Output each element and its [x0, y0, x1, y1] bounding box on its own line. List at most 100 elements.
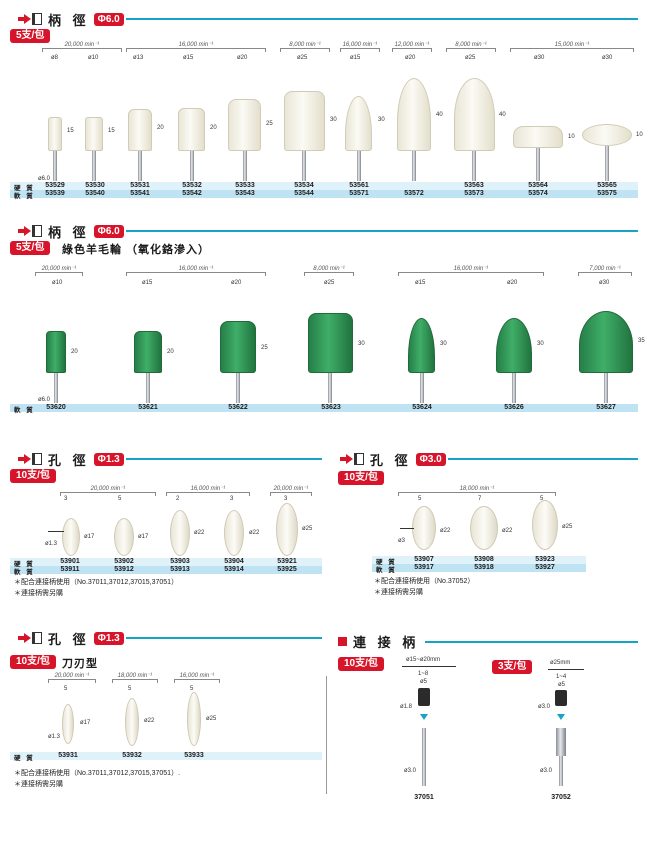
speed-label: 7,000 min⁻¹ — [589, 266, 621, 272]
speed-label: 20,000 min⁻¹ — [64, 42, 100, 48]
shaft — [53, 151, 57, 181]
felt-disc — [224, 510, 244, 556]
speed-bracket — [392, 48, 432, 52]
arrow-icon — [18, 454, 31, 464]
adapter2-pack: 3支/包 — [492, 660, 533, 674]
felt-head — [284, 91, 325, 151]
adapter-shaft — [422, 728, 426, 786]
code-soft: 53912 — [114, 566, 134, 573]
code-hard: 53561 — [349, 182, 369, 189]
speed-label: 16,000 min⁻¹ — [178, 42, 214, 48]
range: ø15~ø20mm — [406, 657, 441, 663]
row-hard-band — [372, 556, 586, 564]
felt-head — [397, 78, 431, 151]
arrow-icon — [18, 14, 31, 24]
bore-dia: ø1.3 — [45, 541, 58, 547]
code-soft: 53622 — [228, 404, 248, 411]
code-hard: 53565 — [597, 182, 617, 189]
shaft — [605, 146, 609, 181]
speed-label: 18,000 min⁻¹ — [459, 486, 495, 492]
speed-label: 15,000 min⁻¹ — [554, 42, 590, 48]
shaft — [357, 151, 361, 181]
section2-pack: 5支/包 — [10, 241, 51, 255]
section5-subtitle: 刀刃型 — [62, 658, 98, 670]
felt-head — [48, 117, 62, 151]
code-adapter: 37051 — [414, 794, 434, 801]
section5-label: 孔 徑 — [48, 631, 90, 647]
green-head — [408, 318, 435, 373]
speed-bracket — [398, 492, 556, 496]
code-soft: 53539 — [45, 190, 65, 197]
bore-dia: ø3 — [398, 538, 406, 544]
code-soft: 53626 — [504, 404, 524, 411]
speed-bracket — [35, 272, 83, 276]
row-label-hard: 硬 質 — [14, 755, 35, 762]
adapter-shaft — [559, 756, 563, 786]
row-soft-band — [10, 566, 322, 574]
code-hard: 53902 — [114, 558, 134, 565]
code-soft: 53624 — [412, 404, 432, 411]
arrow-down-icon — [420, 714, 428, 720]
speed-label: 16,000 min⁻¹ — [179, 673, 215, 679]
row-label-soft: 軟 質 — [376, 567, 397, 574]
shank-dia: ø6.0 — [38, 176, 51, 182]
speed-bracket — [270, 492, 312, 496]
arrow-icon — [18, 633, 31, 643]
note-adapter: ＊配合連接柄使用（No.37011,37012,37015,37051） — [14, 579, 179, 586]
speed-label: 12,000 min⁻¹ — [394, 42, 430, 48]
speed-bracket — [60, 492, 156, 496]
code-hard: 53933 — [184, 752, 204, 759]
code-soft: 53571 — [349, 190, 369, 197]
note-adapter: ＊配合連接柄使用（No.37052） — [374, 578, 475, 585]
felt-head — [582, 124, 632, 146]
speed-bracket — [126, 272, 266, 276]
code-soft: 53574 — [528, 190, 548, 197]
section3-label: 孔 徑 — [48, 452, 90, 468]
section3-pack: 10支/包 — [10, 469, 56, 483]
bore-icon — [32, 632, 42, 644]
bore-dia: ø1.3 — [48, 734, 61, 740]
code-hard: 53903 — [170, 558, 190, 565]
section-rule — [447, 458, 638, 460]
speed-label: 16,000 min⁻¹ — [453, 266, 489, 272]
arrow-icon — [18, 226, 31, 236]
adapter-screw-head — [418, 688, 430, 706]
felt-head — [228, 99, 261, 151]
code-soft: 53621 — [138, 404, 158, 411]
code-soft: 53572 — [404, 190, 424, 197]
code-soft: 53914 — [224, 566, 244, 573]
shaft — [146, 373, 150, 403]
felt-head — [85, 117, 103, 151]
knife-disc — [62, 704, 74, 744]
speed-bracket — [398, 272, 544, 276]
section1-pack: 5支/包 — [10, 29, 51, 43]
row-soft-band — [372, 564, 586, 572]
felt-disc — [532, 500, 558, 550]
speed-label: 20,000 min⁻¹ — [41, 266, 77, 272]
shaft — [412, 151, 416, 181]
felt-disc — [276, 503, 298, 556]
speed-bracket — [304, 272, 354, 276]
code-hard: 53529 — [45, 182, 65, 189]
row-hard-band — [10, 558, 322, 566]
shaft — [190, 151, 194, 181]
speed-label: 20,000 min⁻¹ — [54, 673, 90, 679]
note-adapter: ＊配合連接柄使用（No.37011,37012,37015,37051）. — [14, 770, 181, 777]
axle — [48, 531, 64, 532]
code-hard: 53901 — [60, 558, 80, 565]
felt-disc — [470, 506, 498, 550]
knife-disc — [125, 698, 139, 746]
row-label-hard: 硬 質 — [14, 185, 35, 192]
row-label-soft: 軟 質 — [14, 407, 35, 414]
shaft — [328, 373, 332, 403]
section-rule — [425, 640, 638, 643]
shaft — [138, 151, 142, 181]
felt-head — [128, 109, 152, 151]
code-soft: 53913 — [170, 566, 190, 573]
speed-label: 20,000 min⁻¹ — [90, 486, 126, 492]
axle — [400, 528, 414, 529]
note-sold-separately: ＊連接柄需另購 — [14, 590, 63, 597]
speed-label: 8,000 min⁻¹ — [289, 42, 321, 48]
speed-label: 16,000 min⁻¹ — [342, 42, 378, 48]
code-hard: 53530 — [85, 182, 105, 189]
